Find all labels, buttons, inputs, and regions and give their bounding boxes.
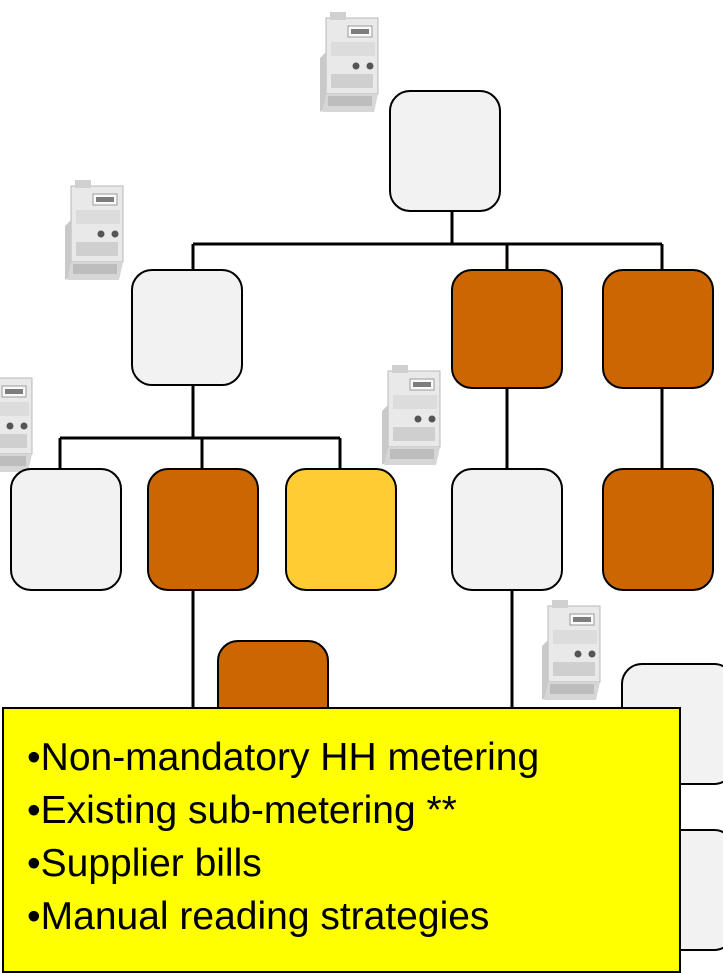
callout-box: •Non-mandatory HH metering •Existing sub… [2, 707, 681, 973]
node-l2-e [602, 468, 714, 591]
node-l2-d [451, 468, 563, 591]
callout-item-non-mandatory-hh-metering: •Non-mandatory HH metering [27, 736, 540, 779]
meter-icon [0, 371, 33, 473]
node-root [389, 90, 501, 212]
node-l2-b [147, 468, 259, 591]
node-l1-right [602, 269, 714, 389]
node-l1-mid [451, 269, 563, 389]
callout-item-existing-sub-metering: •Existing sub-metering ** [27, 789, 457, 832]
node-l2-c [285, 468, 397, 591]
node-l1-left [131, 269, 243, 386]
meter-icon [319, 11, 379, 113]
callout-item-supplier-bills: •Supplier bills [27, 842, 262, 885]
meter-icon [381, 364, 441, 466]
callout-item-manual-reading-strategies: •Manual reading strategies [27, 895, 490, 938]
meter-icon [541, 599, 601, 701]
node-l2-a [10, 468, 122, 591]
meter-icon [64, 179, 124, 281]
